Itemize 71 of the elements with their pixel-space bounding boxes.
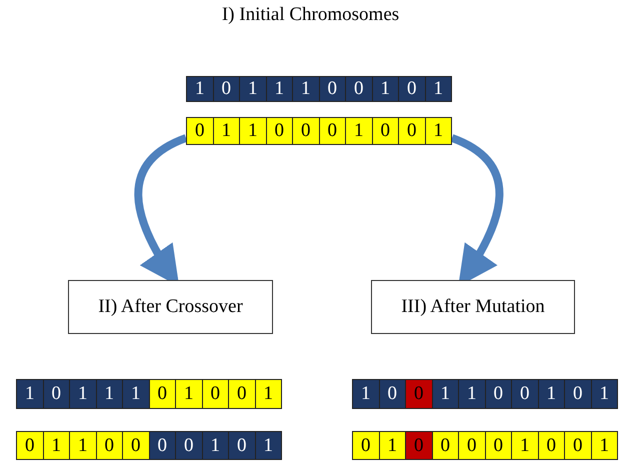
gene-cell: 1 bbox=[176, 380, 202, 408]
gene-cell: 1 bbox=[70, 380, 96, 408]
gene-cell: 0 bbox=[229, 380, 256, 408]
gene-cell: 0 bbox=[406, 380, 432, 408]
stage-label: II) After Crossover bbox=[98, 296, 243, 318]
gene-cell: 1 bbox=[256, 432, 281, 459]
gene-cell: 1 bbox=[592, 380, 617, 408]
gene-cell: 0 bbox=[150, 380, 176, 408]
gene-cell: 0 bbox=[459, 432, 486, 459]
gene-cell: 1 bbox=[214, 118, 240, 144]
gene-cell: 1 bbox=[512, 432, 538, 459]
gene-cell: 0 bbox=[432, 432, 459, 459]
gene-cell: 0 bbox=[293, 118, 320, 144]
gene-cell: 0 bbox=[320, 77, 346, 101]
gene-cell: 1 bbox=[459, 380, 486, 408]
gene-cell: 0 bbox=[486, 432, 512, 459]
gene-cell: 1 bbox=[240, 77, 266, 101]
gene-cell: 1 bbox=[538, 380, 565, 408]
gene-cell: 0 bbox=[538, 432, 565, 459]
gene-cell: 0 bbox=[150, 432, 176, 459]
gene-cell: 0 bbox=[202, 380, 229, 408]
gene-cell: 0 bbox=[380, 380, 406, 408]
gene-cell: 0 bbox=[176, 432, 202, 459]
gene-cell: 1 bbox=[266, 77, 293, 101]
gene-cell: 0 bbox=[214, 77, 240, 101]
chromosome-bar bbox=[186, 76, 452, 102]
gene-cell: 0 bbox=[399, 77, 426, 101]
gene-cell: 1 bbox=[592, 432, 617, 459]
gene-cell: 1 bbox=[293, 77, 320, 101]
gene-cell: 1 bbox=[426, 77, 451, 101]
gene-cell: 0 bbox=[187, 118, 214, 144]
gene-cell: 0 bbox=[353, 432, 380, 459]
gene-cell: 1 bbox=[353, 380, 380, 408]
gene-cell: 1 bbox=[240, 118, 266, 144]
gene-cell: 1 bbox=[202, 432, 229, 459]
chromosome-bar bbox=[16, 379, 282, 409]
gene-cell: 0 bbox=[266, 118, 293, 144]
gene-cell: 0 bbox=[406, 432, 432, 459]
gene-cell: 0 bbox=[44, 380, 70, 408]
gene-cell: 1 bbox=[123, 380, 150, 408]
heading: I) Initial Chromosomes bbox=[220, 4, 400, 26]
gene-cell: 1 bbox=[346, 118, 372, 144]
stage-label: III) After Mutation bbox=[401, 296, 545, 318]
chromosome-bar bbox=[352, 431, 618, 460]
gene-cell: 1 bbox=[256, 380, 281, 408]
gene-cell: 1 bbox=[96, 380, 123, 408]
stage-box bbox=[371, 280, 575, 334]
gene-cell: 0 bbox=[346, 77, 372, 101]
gene-cell: 0 bbox=[372, 118, 399, 144]
gene-cell: 0 bbox=[565, 380, 592, 408]
gene-cell: 1 bbox=[44, 432, 70, 459]
gene-cell: 0 bbox=[17, 432, 44, 459]
gene-cell: 1 bbox=[426, 118, 451, 144]
chromosome-bar bbox=[186, 117, 452, 145]
gene-cell: 0 bbox=[320, 118, 346, 144]
chromosome-bar bbox=[16, 431, 282, 460]
gene-cell: 0 bbox=[565, 432, 592, 459]
gene-cell: 0 bbox=[486, 380, 512, 408]
gene-cell: 1 bbox=[380, 432, 406, 459]
gene-cell: 1 bbox=[372, 77, 399, 101]
gene-cell: 0 bbox=[512, 380, 538, 408]
chromosome-bar bbox=[352, 379, 618, 409]
stage-box bbox=[68, 280, 273, 334]
gene-cell: 0 bbox=[229, 432, 256, 459]
gene-cell: 1 bbox=[187, 77, 214, 101]
gene-cell: 0 bbox=[96, 432, 123, 459]
gene-cell: 0 bbox=[399, 118, 426, 144]
gene-cell: 1 bbox=[432, 380, 459, 408]
gene-cell: 1 bbox=[70, 432, 96, 459]
gene-cell: 1 bbox=[17, 380, 44, 408]
gene-cell: 0 bbox=[123, 432, 150, 459]
